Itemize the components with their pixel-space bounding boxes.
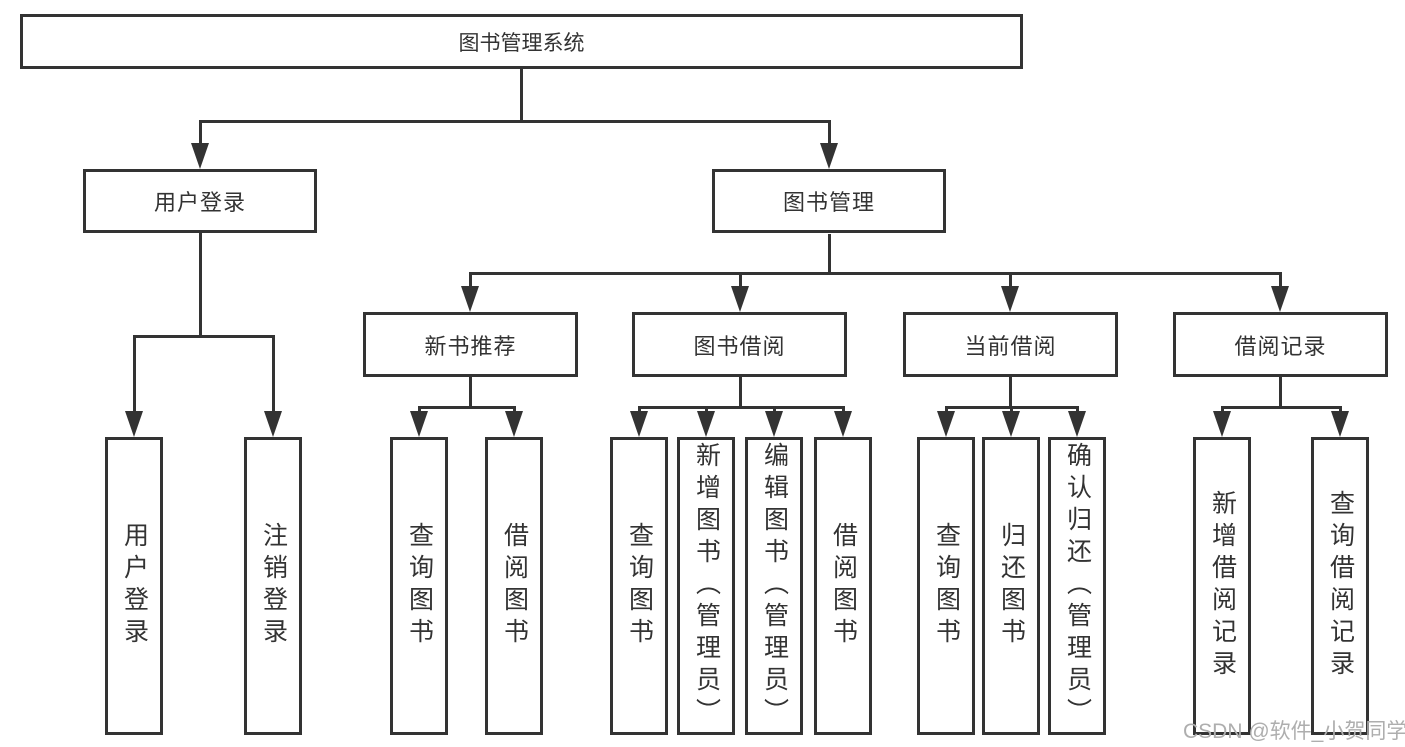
arrowhead-user-login	[191, 143, 209, 169]
arrowhead-leaf	[505, 411, 523, 437]
connector-current-borrow-stem	[1009, 377, 1012, 409]
connector-user-login-stem	[199, 233, 202, 338]
arrowhead-leaf	[1331, 411, 1349, 437]
leaf-label: 查询图书	[625, 522, 654, 650]
connector-book-mgmt-hbar	[469, 272, 1282, 275]
leaf-label: 用户登录	[120, 522, 149, 650]
leaf-label: 新增图书（管理员）	[692, 442, 721, 730]
leaf-label: 新增借阅记录	[1208, 490, 1237, 682]
arrowhead-leaf	[630, 411, 648, 437]
arrowhead-leaf	[1213, 411, 1231, 437]
arrowhead-leaf	[1068, 411, 1086, 437]
arrowhead-book-borrow	[731, 286, 749, 312]
leaf-query-borrow-record: 查询借阅记录	[1311, 437, 1369, 735]
node-label: 图书管理系统	[458, 31, 585, 55]
node-current-borrowing: 当前借阅	[903, 312, 1118, 377]
node-label: 图书借阅	[693, 333, 786, 359]
connector-to-new-book	[469, 272, 472, 293]
leaf-logout-login: 注销登录	[244, 437, 302, 735]
leaf-edit-books-admin: 编辑图书（管理员）	[745, 437, 803, 735]
arrowhead-new-book	[461, 286, 479, 312]
connector-to-book-management	[828, 120, 831, 163]
connector-borrow-records-hbar	[1221, 406, 1341, 409]
leaf-label: 编辑图书（管理员）	[760, 442, 789, 730]
leaf-add-borrow-record: 新增借阅记录	[1193, 437, 1251, 735]
node-label: 新书推荐	[424, 333, 517, 359]
node-borrowing-records: 借阅记录	[1173, 312, 1388, 377]
arrowhead-leaf-login	[125, 411, 143, 437]
connector-to-book-borrow	[739, 272, 742, 293]
node-user-login: 用户登录	[83, 169, 317, 233]
node-book-management-system: 图书管理系统	[20, 14, 1023, 69]
leaf-label: 注销登录	[259, 522, 288, 650]
leaf-query-books-current: 查询图书	[917, 437, 975, 735]
leaf-label: 查询借阅记录	[1326, 490, 1355, 682]
node-label: 用户登录	[153, 190, 246, 215]
connector-new-book-stem	[469, 377, 472, 409]
connector-new-book-hbar	[418, 406, 516, 409]
node-new-book-recommendation: 新书推荐	[363, 312, 578, 377]
connector-root-stem	[520, 69, 523, 120]
arrowhead-leaf	[410, 411, 428, 437]
leaf-confirm-return-admin: 确认归还（管理员）	[1048, 437, 1106, 735]
arrowhead-leaf	[765, 411, 783, 437]
node-label: 借阅记录	[1234, 333, 1327, 359]
node-book-management: 图书管理	[712, 169, 946, 233]
leaf-borrow-books-recommend: 借阅图书	[485, 437, 543, 735]
leaf-borrow-books: 借阅图书	[814, 437, 872, 735]
leaf-add-books-admin: 新增图书（管理员）	[677, 437, 735, 735]
arrowhead-current-borrow	[1001, 286, 1019, 312]
connector-to-user-login	[199, 120, 202, 163]
arrowhead-leaf	[697, 411, 715, 437]
leaf-label: 借阅图书	[500, 522, 529, 650]
arrowhead-borrow-records	[1271, 286, 1289, 312]
arrowhead-leaf	[834, 411, 852, 437]
leaf-query-books-borrowing: 查询图书	[610, 437, 668, 735]
node-book-borrowing: 图书借阅	[632, 312, 847, 377]
leaf-label: 查询图书	[932, 522, 961, 650]
connector-borrow-records-stem	[1279, 377, 1282, 409]
connector-to-leaf-login	[133, 335, 136, 431]
connector-to-leaf-logout	[272, 335, 275, 431]
node-label: 当前借阅	[964, 333, 1057, 359]
leaf-return-books: 归还图书	[982, 437, 1040, 735]
connector-to-current-borrow	[1009, 272, 1012, 293]
connector-book-borrow-stem	[739, 377, 742, 409]
leaf-user-login: 用户登录	[105, 437, 163, 735]
leaf-query-books-recommend: 查询图书	[390, 437, 448, 735]
connector-book-mgmt-stem	[828, 234, 831, 275]
csdn-watermark: CSDN @软件_小贺同学	[1183, 720, 1405, 743]
leaf-label: 查询图书	[405, 522, 434, 650]
connector-to-borrow-records	[1279, 272, 1282, 293]
leaf-label: 归还图书	[997, 522, 1026, 650]
arrowhead-leaf-logout	[264, 411, 282, 437]
node-label: 图书管理	[782, 190, 875, 215]
connector-root-hbar	[199, 120, 830, 123]
leaf-label: 确认归还（管理员）	[1063, 442, 1092, 730]
connector-book-borrow-hbar	[638, 406, 845, 409]
arrowhead-book-management	[820, 143, 838, 169]
arrowhead-leaf	[1002, 411, 1020, 437]
connector-user-login-hbar	[133, 335, 274, 338]
leaf-label: 借阅图书	[829, 522, 858, 650]
arrowhead-leaf	[937, 411, 955, 437]
